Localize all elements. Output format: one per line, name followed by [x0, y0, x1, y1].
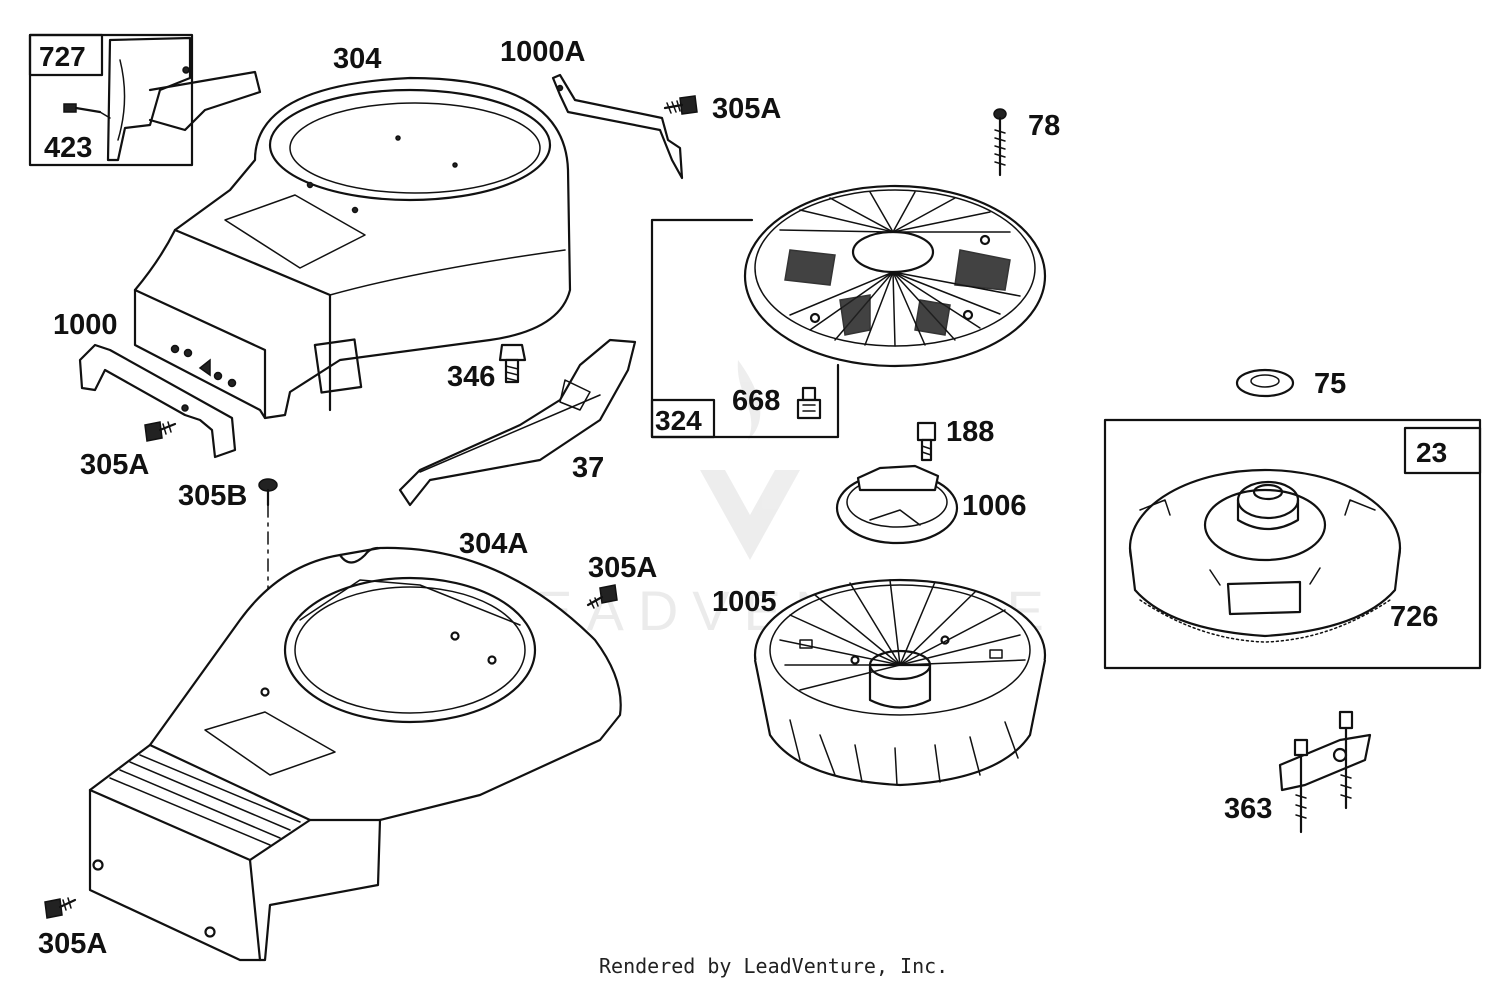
callout-1000: 1000 — [53, 309, 118, 341]
part-324-rotating-screen — [650, 184, 1047, 439]
callout-labels: 727 423 304 1000A 305A 78 1000 346 668 3… — [38, 36, 1447, 960]
part-1006-starter-cup — [835, 464, 959, 545]
callout-324: 324 — [655, 405, 702, 436]
part-23-flywheel — [1103, 418, 1482, 670]
callout-726: 726 — [1390, 601, 1438, 633]
callout-305A-bottom: 305A — [38, 928, 107, 960]
callout-1005: 1005 — [712, 586, 777, 618]
callout-305A-left: 305A — [80, 449, 149, 481]
callout-668: 668 — [732, 385, 780, 417]
part-305A-screw-left — [144, 421, 177, 442]
callout-727: 727 — [39, 41, 86, 72]
part-305A-screw-top — [663, 95, 698, 115]
part-1000A-bracket — [551, 73, 684, 180]
part-668-screw — [796, 386, 822, 420]
callout-188: 188 — [946, 416, 994, 448]
part-188-bolt — [916, 421, 937, 462]
callout-23: 23 — [1416, 437, 1447, 468]
callout-78: 78 — [1028, 110, 1060, 142]
callout-305A-mid: 305A — [588, 552, 657, 584]
part-727-bracket — [28, 33, 262, 167]
callout-363: 363 — [1224, 793, 1272, 825]
part-346-bolt — [498, 343, 527, 384]
part-304-blower-housing — [133, 76, 572, 420]
render-credit: Rendered by LeadVenture, Inc. — [599, 954, 948, 978]
part-37-air-guide — [398, 338, 637, 507]
part-75-washer — [1235, 368, 1295, 398]
part-78-screw — [993, 108, 1007, 177]
part-304A-blower-housing — [88, 546, 622, 962]
callout-75: 75 — [1314, 368, 1346, 400]
callout-304: 304 — [333, 43, 381, 75]
part-1000-bracket — [78, 343, 237, 459]
callout-37: 37 — [572, 452, 604, 484]
part-1005-fan — [753, 578, 1047, 787]
callout-304A: 304A — [459, 528, 528, 560]
callout-1000A: 1000A — [500, 36, 586, 68]
part-305A-screw-bottom — [44, 897, 77, 919]
callout-423: 423 — [44, 132, 92, 164]
callout-305A-top: 305A — [712, 93, 781, 125]
callout-346: 346 — [447, 361, 495, 393]
callout-305B: 305B — [178, 480, 247, 512]
part-363-armature-bracket — [1278, 710, 1372, 834]
part-305A-screw-mid — [586, 584, 618, 609]
callout-1006: 1006 — [962, 490, 1027, 522]
